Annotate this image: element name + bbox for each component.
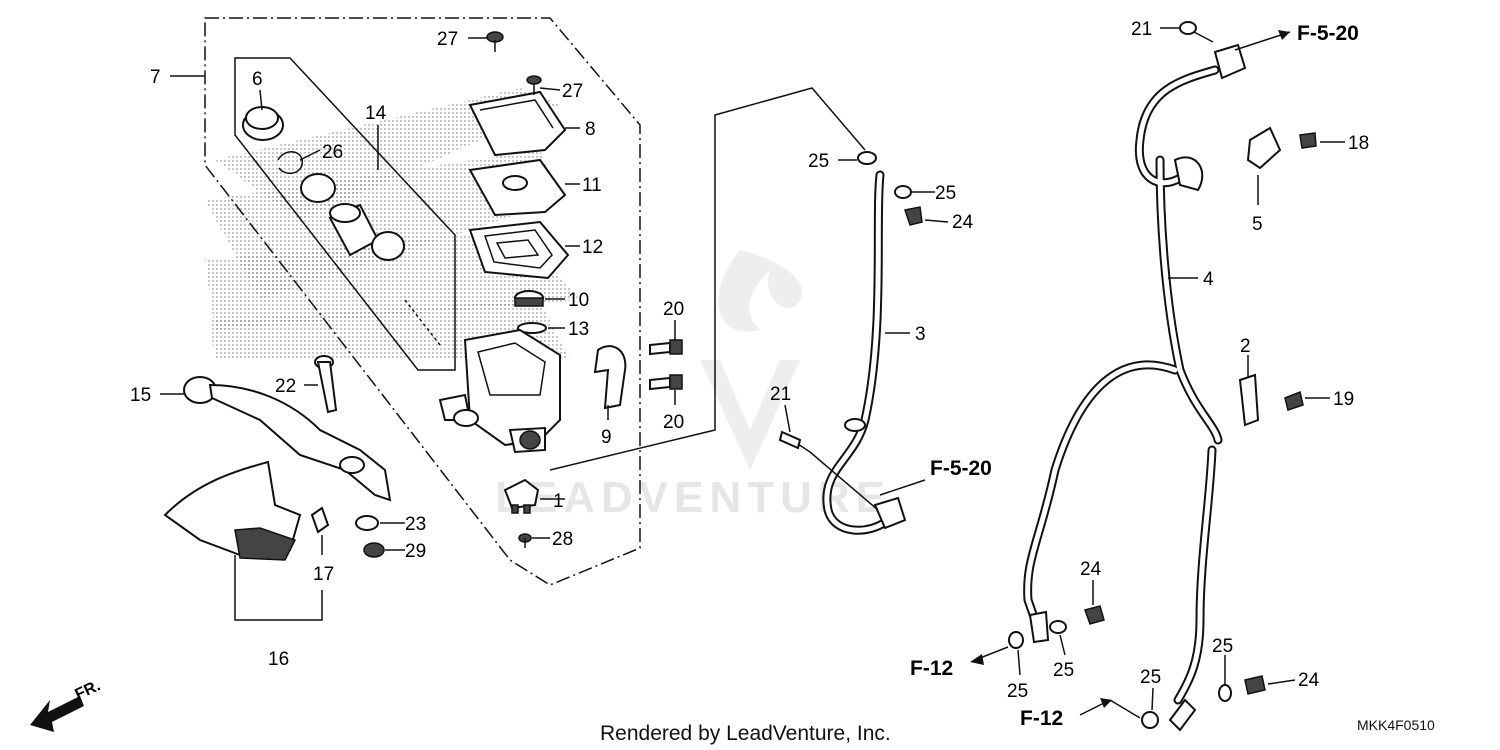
label-part-20b: 20 [663, 412, 684, 433]
leader-lines [160, 27, 1345, 719]
label-part-17: 17 [313, 564, 334, 585]
brake-hose-4 [1023, 43, 1247, 732]
label-part-24b: 24 [1080, 559, 1102, 580]
label-part-6: 6 [252, 69, 263, 90]
diaphragm [468, 220, 570, 280]
label-part-7: 7 [150, 67, 161, 88]
credit-text: Rendered by LeadVenture, Inc. [600, 722, 891, 745]
ref-f-5-20-top: F-5-20 [1297, 22, 1359, 45]
master-cylinder-group-outline [204, 17, 641, 586]
front-arrow-icon [30, 696, 84, 732]
label-part-14: 14 [365, 103, 387, 124]
brake-switch [503, 478, 540, 514]
label-part-15: 15 [130, 385, 151, 406]
nuts-23-29 [355, 515, 385, 558]
label-part-26: 26 [322, 142, 343, 163]
label-part-25c: 25 [1007, 681, 1028, 702]
ref-f-12-left: F-12 [910, 657, 953, 680]
part-number-labels: 1 2 3 4 5 6 7 8 9 10 11 12 13 14 15 16 1… [130, 19, 1369, 702]
label-part-28: 28 [552, 529, 573, 550]
label-part-16: 16 [268, 649, 289, 670]
label-part-25e: 25 [1212, 636, 1233, 657]
label-part-25f: 25 [1140, 667, 1161, 688]
diaphragm-plate [468, 158, 567, 217]
boot [242, 106, 284, 141]
label-part-11: 11 [582, 175, 602, 196]
brake-hose-3 [822, 170, 907, 535]
protector [517, 322, 547, 334]
label-part-21b: 21 [770, 384, 791, 405]
watermark-text: LEADVENTURE [495, 473, 891, 522]
label-part-9: 9 [601, 427, 612, 448]
hose-group-outline [549, 87, 866, 471]
label-part-20a: 20 [663, 299, 684, 320]
reference-labels: F-5-20 F-5-20 F-12 F-12 [910, 22, 1359, 730]
label-part-13: 13 [568, 319, 589, 340]
label-part-5: 5 [1252, 214, 1263, 235]
label-part-22: 22 [275, 376, 296, 397]
reservoir-cap [468, 90, 567, 157]
label-part-1: 1 [553, 491, 564, 512]
label-part-27a: 27 [437, 29, 458, 50]
label-part-12: 12 [582, 237, 603, 258]
label-part-25d: 25 [1053, 660, 1074, 681]
arrowheads [970, 30, 1290, 708]
watermark: LEADVENTURE [495, 250, 891, 522]
front-label: FR. [73, 677, 104, 703]
diagram-code: MKK4F0510 [1357, 717, 1435, 733]
screws-27-28 [486, 31, 542, 548]
lever-guard [163, 460, 330, 561]
label-part-25a: 25 [808, 151, 829, 172]
label-part-29: 29 [405, 541, 426, 562]
float [514, 290, 544, 307]
front-direction-indicator: FR. [30, 677, 103, 732]
label-part-27b: 27 [562, 81, 583, 102]
label-part-21a: 21 [1131, 19, 1152, 40]
label-part-4: 4 [1203, 269, 1214, 290]
label-part-3: 3 [915, 324, 926, 345]
label-part-25b: 25 [935, 183, 956, 204]
label-part-23: 23 [405, 514, 426, 535]
ref-f-12-bottom: F-12 [1020, 707, 1063, 730]
bolts-20 [649, 339, 683, 391]
label-part-24a: 24 [952, 212, 974, 233]
clamps-2-5 [1238, 126, 1282, 427]
piston-kit-group-outline [234, 57, 456, 371]
brake-lever [183, 376, 392, 502]
master-cylinder-body [438, 328, 561, 454]
label-part-19: 19 [1333, 389, 1354, 410]
label-part-24c: 24 [1298, 670, 1320, 691]
label-part-18: 18 [1348, 133, 1369, 154]
ref-f-5-20-mid: F-5-20 [930, 457, 992, 480]
washers-hose-3 [778, 151, 923, 453]
bolts-and-washers-hose-4 [1008, 21, 1317, 729]
circlip [277, 151, 303, 174]
label-part-10: 10 [568, 290, 589, 311]
pivot-bolt [314, 355, 338, 414]
label-part-2: 2 [1240, 336, 1251, 357]
clamp-holder [593, 345, 627, 410]
piston-assembly [300, 173, 441, 346]
label-part-8: 8 [585, 119, 596, 140]
